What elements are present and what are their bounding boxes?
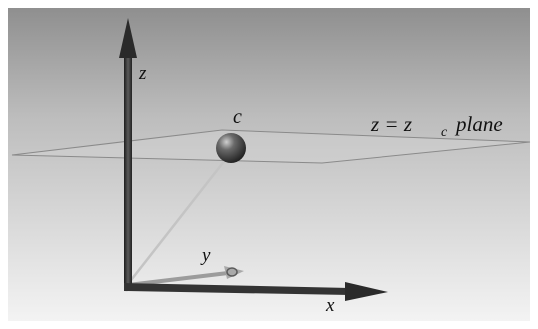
center-sphere xyxy=(216,133,246,163)
y-axis-label: y xyxy=(200,245,211,266)
plane xyxy=(11,129,531,164)
background-panel xyxy=(8,8,530,321)
plane-label-word: plane xyxy=(454,112,503,136)
z-axis-arrow xyxy=(119,18,137,288)
x-axis-label: x xyxy=(325,295,335,316)
plane-label: z = z c plane xyxy=(370,112,503,140)
plane-label-lhs: z = z xyxy=(370,112,412,136)
plane-label-subscript: c xyxy=(441,125,448,140)
z-axis-label: z xyxy=(138,63,147,84)
center-label: c xyxy=(233,106,242,128)
y-axis-arrow xyxy=(127,266,244,287)
x-axis-arrow xyxy=(124,282,388,301)
center-line xyxy=(127,154,230,285)
